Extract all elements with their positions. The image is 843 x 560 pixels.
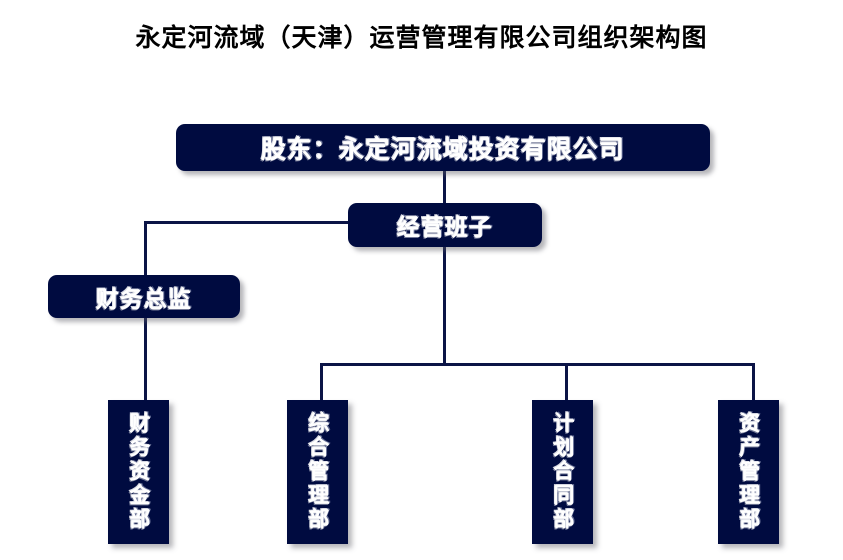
node-shareholder-label: 股东：永定河流域投资有限公司	[260, 135, 625, 164]
connector-management-to-cfo-vertical	[144, 221, 147, 276]
node-management-team[interactable]: 经营班子	[348, 203, 542, 247]
node-cfo[interactable]: 财务总监	[48, 275, 240, 318]
node-cfo-label: 财务总监	[96, 285, 192, 312]
node-department-general-management-label: 综合管理部	[306, 412, 329, 532]
connector-cfo-to-finance-dept	[144, 318, 147, 401]
node-department-asset-management-label: 资产管理部	[737, 412, 760, 532]
connector-shareholder-to-management	[443, 171, 446, 204]
node-shareholder[interactable]: 股东：永定河流域投资有限公司	[176, 124, 710, 171]
node-department-general-management[interactable]: 综合管理部	[287, 400, 348, 544]
connector-department-bus	[320, 363, 755, 366]
connector-bus-to-contract-dept	[565, 363, 568, 401]
node-department-plan-contract[interactable]: 计划合同部	[532, 400, 593, 544]
node-department-asset-management[interactable]: 资产管理部	[718, 400, 779, 544]
node-department-finance-funds[interactable]: 财务资金部	[108, 400, 169, 544]
connector-bus-to-asset-dept	[752, 363, 755, 401]
node-department-plan-contract-label: 计划合同部	[551, 412, 574, 532]
connector-bus-to-general-dept	[320, 363, 323, 401]
node-management-team-label: 经营班子	[397, 214, 493, 240]
connector-management-to-bus	[443, 247, 446, 365]
connector-management-to-cfo-horizontal	[144, 221, 349, 224]
page-title: 永定河流域（天津）运营管理有限公司组织架构图	[135, 25, 708, 52]
node-department-finance-funds-label: 财务资金部	[127, 412, 150, 532]
